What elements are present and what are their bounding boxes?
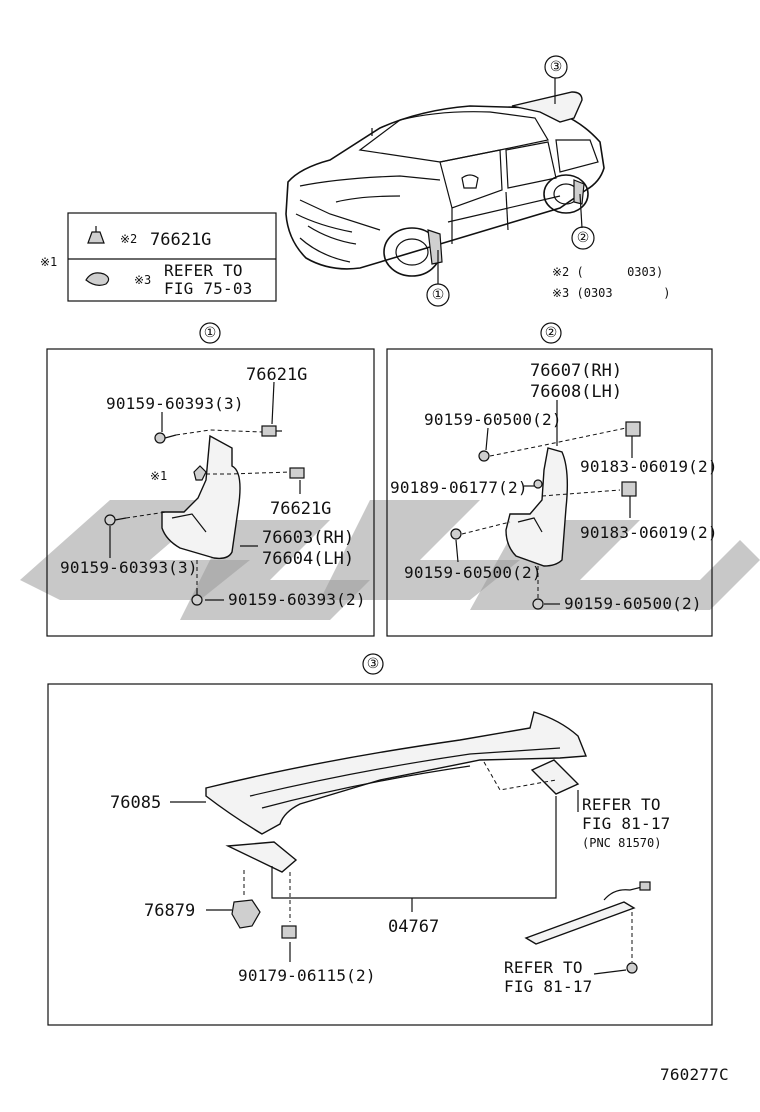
rear-spoiler-part	[205, 711, 588, 835]
nut-90183-top	[625, 421, 641, 437]
nut-icon	[85, 272, 110, 286]
nut-90183-mid	[621, 481, 637, 497]
applicability-note-3: ※3 (0303 )	[552, 286, 670, 300]
panel-1-label-b: 90159-60393(3)	[106, 394, 244, 413]
panel-2-label-b: 76608(LH)	[530, 382, 622, 402]
panel-1-label-a: 76621G	[246, 365, 307, 385]
clip-mark-1	[193, 465, 207, 481]
bracket-right	[530, 759, 580, 795]
panel-2-label-e: 90189-06177(2)	[390, 478, 528, 497]
panel-1-label-e: 76603(RH)	[262, 528, 354, 548]
car-illustration	[285, 78, 605, 284]
panel-1-label-g: 90159-60393(3)	[60, 558, 198, 577]
panel-3-label-g: 90179-06115(2)	[238, 966, 376, 985]
mudguard-rh-lh-part	[161, 434, 241, 560]
panel-3-label-i: FIG 81-17	[504, 977, 593, 996]
legend-row2-mark: ※3	[134, 273, 151, 287]
panel-1: ①	[46, 322, 375, 637]
car-callout-1-text: ①	[432, 287, 445, 303]
panel-3-label-a: 76085	[110, 793, 161, 813]
panel-3-label-d: (PNC 81570)	[582, 836, 661, 850]
panel-1-label-f: 76604(LH)	[262, 549, 354, 569]
legend-row1-mark: ※2	[120, 232, 137, 246]
bracket-left	[225, 841, 298, 873]
clip-icon	[87, 226, 105, 244]
legend-row1-part: 76621G	[150, 230, 211, 250]
clip-76621G-top	[261, 425, 282, 437]
panel-2-label-g: 90159-60500(2)	[404, 563, 542, 582]
panel-1-label-d: 76621G	[270, 499, 331, 519]
nut-90179	[281, 925, 297, 939]
panel-3-label-f: 04767	[388, 917, 439, 937]
car-callout-3: ③	[544, 55, 568, 79]
panel-3-label-h: REFER TO	[504, 958, 583, 977]
legend-row2-line2: FIG 75-03	[164, 279, 253, 298]
panel-2-marker: ②	[545, 325, 558, 341]
panel-1-marker: ①	[204, 325, 217, 341]
panel-1-label-h: 90159-60393(2)	[228, 590, 366, 609]
car-callout-2: ②	[571, 226, 595, 250]
clip-76879	[231, 899, 261, 929]
car-callout-3-text: ③	[550, 59, 563, 75]
legend-group-mark: ※1	[40, 255, 57, 269]
screw-bottom-right	[626, 962, 638, 974]
mudguard-part-2	[505, 447, 569, 567]
screw-90159-top	[154, 432, 177, 444]
panel-3-marker: ③	[367, 656, 380, 672]
clip-90189	[533, 479, 543, 489]
panel-2-label-h: 90159-60500(2)	[564, 594, 702, 613]
car-callout-2-text: ②	[577, 230, 590, 246]
applicability-note-2: ※2 ( 0303)	[552, 265, 663, 279]
panel-2-label-f: 90183-06019(2)	[580, 523, 718, 542]
panel-2: ② 76607(RH)	[386, 322, 718, 637]
legend-box: ※1 ※2 76621G ※3 REFER TO FIG 75-03	[40, 212, 277, 302]
panel-2-label-a: 76607(RH)	[530, 361, 622, 381]
panel-2-label-c: 90159-60500(2)	[424, 410, 562, 429]
panel-2-label-d: 90183-06019(2)	[580, 457, 718, 476]
legend-row2-line1: REFER TO	[164, 261, 243, 280]
panel-3-label-b: REFER TO	[582, 795, 661, 814]
high-mount-stop-lamp	[524, 901, 636, 945]
clip-76621G-mid	[289, 467, 305, 479]
panel-3: ③ 7	[47, 653, 713, 1026]
panel-3-label-c: FIG 81-17	[582, 814, 671, 833]
screw-90159-60500-left	[450, 528, 462, 540]
panel-3-label-e: 76879	[144, 901, 195, 921]
screw-90159-60500-bottom	[532, 598, 544, 610]
screw-90159-60500-top	[478, 450, 490, 462]
screw-90159-left	[104, 514, 127, 526]
screw-90159-bottom	[191, 588, 203, 606]
panel-1-label-c: ※1	[150, 469, 167, 483]
car-callout-1: ①	[426, 283, 450, 307]
figure-code: 760277C	[660, 1065, 729, 1084]
